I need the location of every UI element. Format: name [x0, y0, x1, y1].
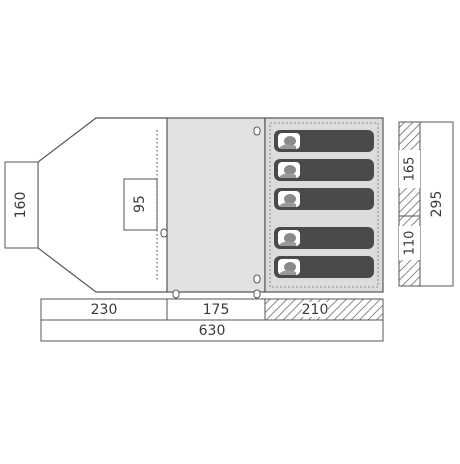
door-height-box	[123, 178, 158, 231]
entrance-height-label: 160	[13, 192, 29, 219]
sleeping-bag	[274, 130, 374, 152]
sleeping-bag	[274, 188, 374, 210]
living-width-label: 175	[203, 302, 230, 318]
vestibule-width-label: 230	[91, 302, 118, 318]
total-width-label: 295	[429, 191, 445, 218]
bedroom-upper-depth-label: 165	[403, 157, 418, 182]
label-backing	[302, 302, 328, 317]
bedroom-width-label: 210	[302, 302, 329, 318]
sleeping-bag	[274, 256, 374, 278]
total-length-box	[40, 319, 384, 342]
sleeping-bag	[274, 227, 374, 249]
living-area	[166, 117, 266, 293]
door-height-label: 95	[132, 195, 148, 213]
sleeping-bag	[274, 159, 374, 181]
bedroom-inner	[269, 122, 379, 288]
toggle-icons	[160, 126, 261, 299]
label-backing	[399, 226, 420, 260]
bedroom-lower-depth-label: 110	[403, 231, 418, 256]
label-backing	[399, 150, 420, 188]
total-length-label: 630	[199, 323, 226, 339]
total-width-box	[419, 121, 454, 287]
entrance-height-box	[4, 161, 39, 249]
